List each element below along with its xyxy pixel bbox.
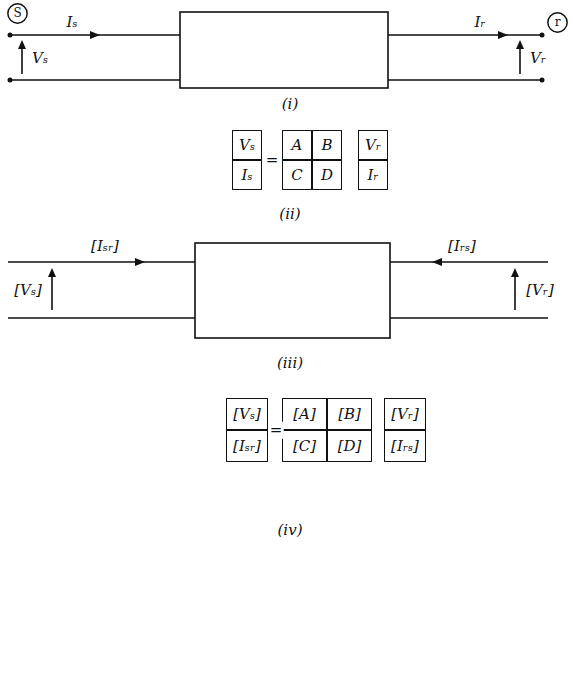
voltage-label: Vₛ — [31, 50, 49, 67]
matrix-entry: A — [292, 137, 303, 154]
equals-sign: = — [265, 152, 280, 169]
voltage-arrow — [22, 44, 520, 74]
terminal-dot — [8, 33, 13, 38]
matrix-cell: Iᵣ — [358, 160, 388, 190]
network-box — [195, 243, 390, 338]
matrix-entry: B — [321, 137, 332, 154]
current-arrowhead — [90, 31, 508, 39]
voltage-label: [Vₛ] — [13, 282, 43, 299]
matrix-entry: [C] — [293, 438, 316, 455]
matrix-entry: [Vₛ] — [233, 406, 261, 423]
network-box — [180, 12, 388, 88]
matrix-cell: [Iₛᵣ] — [226, 430, 268, 462]
matrix-entry: Iᵣ — [367, 167, 378, 184]
matrix-entry: Vₛ — [239, 137, 255, 154]
current-label: [Iₛᵣ] — [90, 238, 120, 255]
terminal-circle: S — [7, 3, 28, 24]
equals-sign: = — [269, 422, 284, 439]
current-label: Iₛ — [66, 14, 79, 31]
port-wire — [8, 262, 548, 318]
matrix-cell: Vₛ — [232, 130, 262, 160]
matrix-cell: Vᵣ — [358, 130, 388, 160]
voltage-arrowhead — [18, 40, 524, 49]
matrix-entry: [D] — [338, 438, 362, 455]
terminal-dot — [540, 78, 545, 83]
voltage-arrow — [52, 272, 515, 310]
matrix-entry: C — [291, 167, 302, 184]
port-wire — [10, 35, 542, 80]
matrix-cell: [B] — [327, 398, 372, 430]
current-label: [Iᵣₛ] — [447, 238, 477, 255]
matrix-cell: D — [312, 160, 342, 190]
terminal-circle: r — [547, 12, 568, 33]
figure-number: (iv) — [277, 522, 304, 539]
matrix-cell: [Vᵣ] — [384, 398, 426, 430]
voltage-label: Vᵣ — [529, 50, 547, 67]
matrix-entry: Vᵣ — [365, 137, 381, 154]
matrix-cell: [Vₛ] — [226, 398, 268, 430]
matrix-cell: [Iᵣₛ] — [384, 430, 426, 462]
terminal-letter: r — [555, 16, 561, 29]
matrix-entry: [Vᵣ] — [391, 406, 419, 423]
terminal-letter: S — [13, 7, 21, 20]
current-label: Iᵣ — [473, 14, 486, 31]
voltage-label: [Vᵣ] — [525, 282, 555, 299]
matrix-cell: [A] — [282, 398, 327, 430]
matrix-entry: Iₛ — [242, 167, 253, 184]
matrix-cell: Iₛ — [232, 160, 262, 190]
matrix-cell: [D] — [327, 430, 372, 462]
figure-number: (i) — [281, 96, 300, 113]
matrix-entry: [B] — [338, 406, 361, 423]
terminal-dot — [8, 78, 13, 83]
figure-number: (ii) — [278, 206, 301, 223]
matrix-cell: B — [312, 130, 342, 160]
terminal-dot — [540, 33, 545, 38]
voltage-arrowhead — [48, 268, 519, 277]
current-arrowhead — [135, 258, 442, 266]
matrix-entry: D — [321, 167, 333, 184]
matrix-cell: C — [282, 160, 312, 190]
matrix-entry: [Iₛᵣ] — [233, 438, 261, 455]
matrix-entry: [A] — [293, 406, 316, 423]
matrix-cell: A — [282, 130, 312, 160]
matrix-entry: [Iᵣₛ] — [391, 438, 419, 455]
matrix-cell: [C] — [282, 430, 327, 462]
figure-number: (iii) — [276, 355, 304, 372]
